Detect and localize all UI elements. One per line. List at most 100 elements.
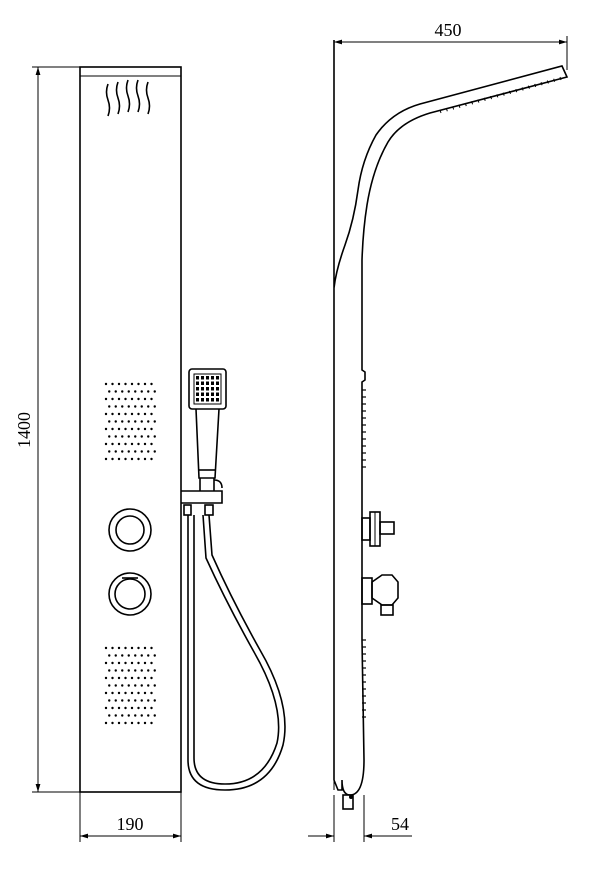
jet-dot: [143, 382, 147, 386]
jet-dot: [104, 706, 108, 710]
jet-dot: [130, 412, 134, 416]
side-body-jets: [362, 389, 366, 718]
jet-dot: [147, 684, 150, 687]
jet-dot: [130, 457, 134, 461]
jet-dot: [121, 390, 124, 393]
rain-nozzle: [496, 94, 499, 98]
jet-dot: [150, 661, 153, 665]
hand-shower-nozzle: [216, 398, 219, 402]
jet-dot: [137, 457, 140, 461]
jet-dot: [137, 397, 140, 401]
jet-dot: [140, 669, 143, 672]
jet-dot: [114, 405, 117, 408]
jet-dot: [130, 442, 134, 446]
jet-dot: [143, 457, 147, 461]
jet-dot: [104, 661, 108, 665]
jet-dot: [134, 684, 137, 687]
dimension-head-reach: 450: [333, 20, 568, 70]
jet-dot: [104, 412, 108, 416]
hand-shower-nozzle: [196, 376, 199, 380]
rain-nozzle: [515, 88, 518, 93]
jet-dot: [127, 405, 130, 408]
jet-dot: [127, 699, 130, 702]
hand-shower-nozzle: [206, 387, 209, 391]
hand-shower-nozzle: [211, 387, 214, 391]
jet-dot: [127, 390, 130, 393]
jet-dot: [114, 684, 117, 687]
jet-dot: [137, 721, 140, 725]
jet-dot: [143, 427, 147, 431]
hand-shower-nozzle: [201, 398, 204, 402]
hand-shower-nozzle: [216, 376, 219, 380]
jet-dot: [153, 714, 156, 717]
jet-dot: [108, 390, 111, 393]
jet-dot: [130, 691, 134, 695]
jet-dot: [111, 661, 114, 665]
jet-dot: [124, 457, 127, 461]
jet-dot: [153, 669, 156, 672]
jet-dot: [134, 714, 137, 717]
jet-dot: [117, 427, 121, 431]
rain-nozzle: [439, 109, 442, 114]
jet-dot: [111, 382, 114, 386]
hand-shower-nozzle: [206, 392, 209, 396]
jet-dot: [104, 427, 108, 431]
jet-dot: [124, 382, 127, 386]
jet-dot: [140, 435, 143, 438]
jet-dot: [143, 397, 147, 401]
jet-dot: [140, 654, 143, 657]
rain-nozzle: [483, 97, 486, 102]
jet-dot: [153, 405, 156, 408]
jet-dot: [114, 450, 117, 453]
jet-dot: [150, 382, 153, 386]
jet-dot: [121, 654, 124, 657]
jet-dot: [124, 646, 127, 650]
jet-dot: [137, 442, 140, 446]
rain-nozzle: [471, 101, 474, 105]
upper-body-jets: [104, 382, 156, 461]
jet-dot: [104, 442, 108, 446]
jet-dot: [134, 405, 137, 408]
jet-dot: [127, 420, 130, 423]
jet-dot: [117, 457, 121, 461]
jet-dot: [150, 427, 153, 431]
jet-dot: [143, 691, 147, 695]
hand-shower-nozzle: [206, 376, 209, 380]
jet-dot: [124, 721, 127, 725]
jet-dot: [143, 676, 147, 680]
jet-dot: [137, 412, 140, 416]
jet-dot: [117, 646, 121, 650]
dimension-height: 1400: [14, 66, 80, 793]
jet-dot: [114, 390, 117, 393]
rain-nozzle: [464, 102, 467, 107]
jet-dot: [143, 661, 147, 665]
jet-dot: [121, 420, 124, 423]
jet-dot: [124, 442, 127, 446]
jet-dot: [140, 405, 143, 408]
jet-dot: [147, 669, 150, 672]
hand-shower-nozzle: [201, 376, 204, 380]
jet-dot: [114, 699, 117, 702]
jet-dot: [134, 669, 137, 672]
jet-dot: [108, 450, 111, 453]
jet-dot: [150, 691, 153, 695]
rain-nozzle: [540, 82, 543, 86]
jet-dot: [114, 435, 117, 438]
rain-nozzle: [458, 104, 461, 108]
jet-dot: [150, 676, 153, 680]
jet-dot: [137, 691, 140, 695]
jet-dot: [108, 654, 111, 657]
jet-dot: [111, 706, 114, 710]
jet-dot: [150, 721, 153, 725]
jet-dot: [127, 654, 130, 657]
jet-dot: [130, 646, 134, 650]
rain-nozzle: [546, 80, 549, 84]
jet-dot: [121, 669, 124, 672]
rain-nozzle: [553, 78, 556, 82]
jet-dot: [143, 721, 147, 725]
front-panel-body: [79, 66, 182, 793]
jet-dot: [153, 435, 156, 438]
jet-dot: [147, 405, 150, 408]
hand-shower-nozzle: [201, 392, 204, 396]
side-panel-outline: [333, 40, 569, 796]
